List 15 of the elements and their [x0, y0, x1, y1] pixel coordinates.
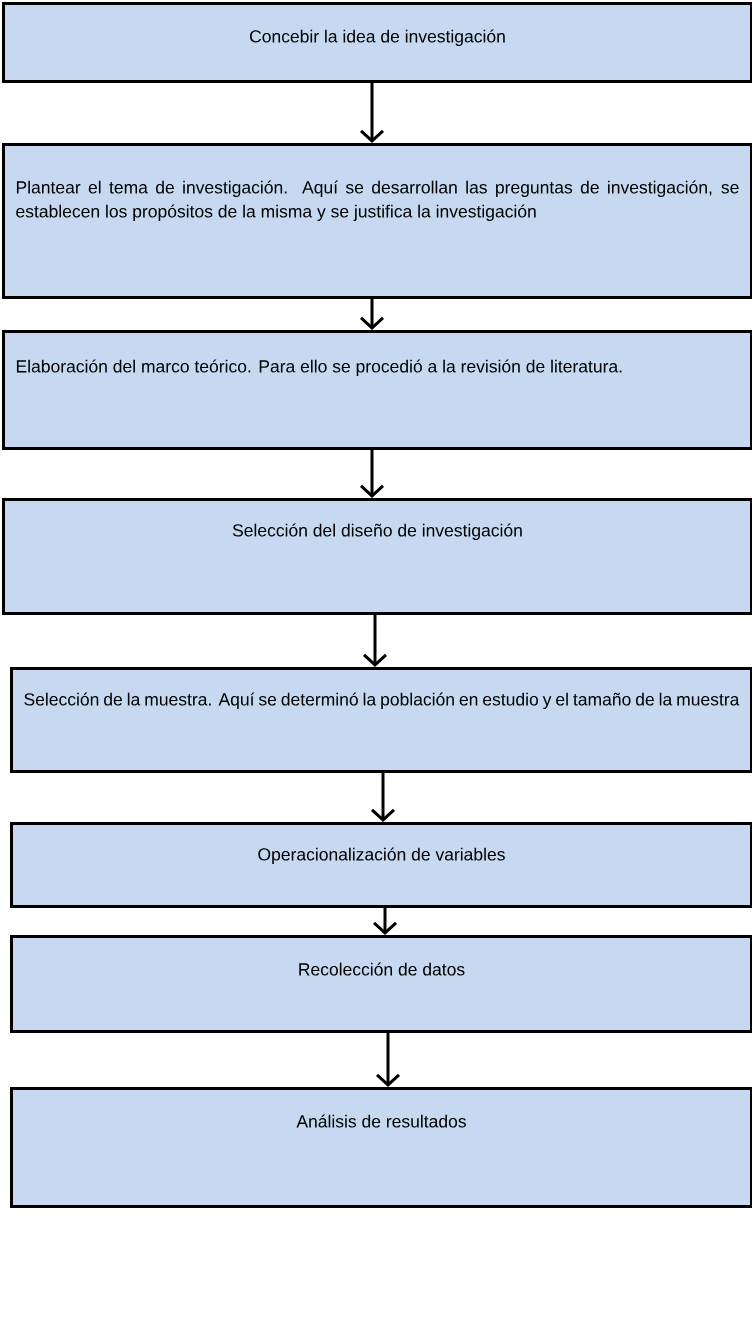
- arrow: [360, 83, 384, 143]
- process-box: Concebir la idea de investigación: [2, 2, 752, 83]
- process-box: Selección del diseño de investigación: [2, 498, 752, 615]
- arrow: [373, 908, 397, 935]
- process-box: Análisis de resultados: [10, 1087, 752, 1208]
- arrow: [363, 615, 387, 667]
- arrow: [376, 1033, 400, 1087]
- process-box: Plantear el tema de investigación. Aquí se desarrollan las preguntas de investigación, se establecen los propósitos de la misma y se justifica la investigación: [2, 143, 752, 299]
- arrow: [360, 299, 384, 330]
- process-box: Selección de la muestra. Aquí se determinó la población en estudio y el tamaño de la muestra: [10, 667, 752, 773]
- process-box: Recolección de datos: [10, 935, 752, 1033]
- process-box: Operacionalización de variables: [10, 822, 752, 908]
- arrow: [360, 450, 384, 498]
- process-box: Elaboración del marco teórico. Para ello se procedió a la revisión de literatura.: [2, 330, 752, 450]
- arrow: [371, 773, 395, 822]
